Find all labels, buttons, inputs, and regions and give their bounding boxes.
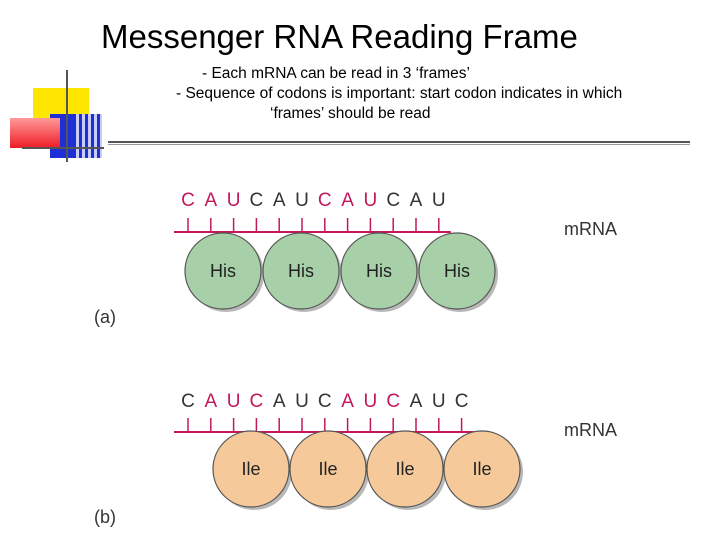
amino-acid-label: Ile [318,459,337,479]
amino-acid-label: Ile [395,459,414,479]
nucleotide-base: C [181,391,195,412]
amino-acid-circle [340,232,418,310]
amino-acid-label: His [444,261,470,281]
amino-acid-circle [212,430,290,508]
amino-acid-label: Ile [241,459,260,479]
nucleotide-base: U [295,190,309,211]
nucleotide-base: C [250,391,264,412]
bullet-2: - Sequence of codons is important: start… [176,85,623,102]
nucleotide-base: A [410,391,423,412]
panel-label: (a) [94,307,116,327]
bullet-1: - Each mRNA can be read in 3 ‘frames’ [202,65,470,82]
nucleotide-base: C [455,391,469,412]
nucleotide-base: U [432,391,446,412]
nucleotide-base: A [204,190,217,211]
title-divider [108,141,690,143]
amino-acid-label: His [210,261,236,281]
amino-acid-label: Ile [472,459,491,479]
nucleotide-base: C [181,190,195,211]
title-divider-shadow [108,144,690,145]
panel-label: (b) [94,507,116,527]
amino-acid-label: His [288,261,314,281]
slide-title: Messenger RNA Reading Frame [101,18,578,55]
amino-acid-circle [184,232,262,310]
amino-acid-circle [366,430,444,508]
deco-horizontal-line [22,147,104,149]
nucleotide-base: A [273,190,286,211]
deco-red-square [10,118,60,148]
nucleotide-base: C [386,190,400,211]
mrna-label: mRNA [564,420,617,440]
nucleotide-base: C [386,391,400,412]
deco-blue-stripes [76,114,102,158]
nucleotide-base: C [318,190,332,211]
nucleotide-base: U [227,190,241,211]
nucleotide-base: U [227,391,241,412]
amino-acid-circle [443,430,521,508]
nucleotide-base: A [341,391,354,412]
nucleotide-base: A [204,391,217,412]
nucleotide-base: C [250,190,264,211]
nucleotide-base: A [341,190,354,211]
nucleotide-base: U [432,190,446,211]
mrna-label: mRNA [564,219,617,239]
nucleotide-base: U [295,391,309,412]
deco-vertical-line [66,70,68,162]
amino-acid-circle [418,232,496,310]
nucleotide-base: U [364,391,378,412]
nucleotide-base: U [364,190,378,211]
nucleotide-base: A [410,190,423,211]
bullet-2-continuation: ‘frames’ should be read [270,105,431,122]
nucleotide-base: A [273,391,286,412]
amino-acid-circle [289,430,367,508]
nucleotide-base: C [318,391,332,412]
amino-acid-label: His [366,261,392,281]
amino-acid-circle [262,232,340,310]
